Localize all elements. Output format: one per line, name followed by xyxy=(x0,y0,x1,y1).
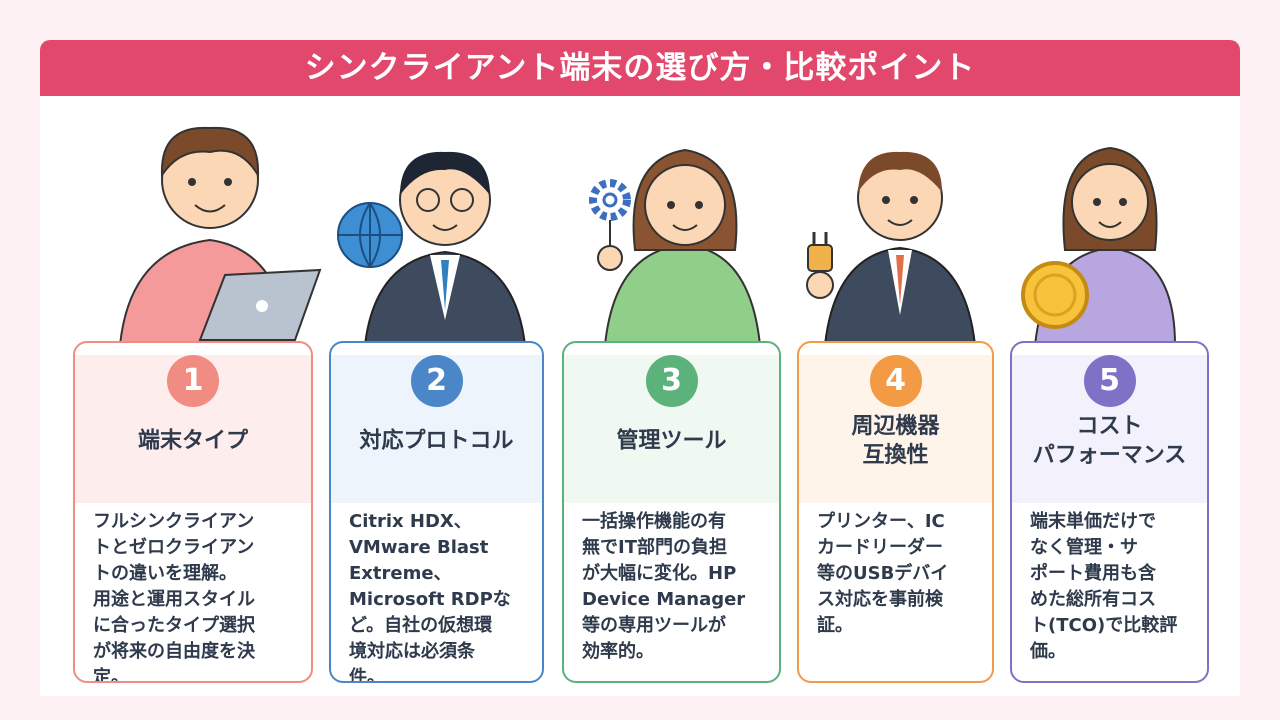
point-card-2: 2 対応プロトコル Citrix HDX、 VMware Blast Extre… xyxy=(329,341,544,683)
card-title: 端末タイプ xyxy=(137,428,248,454)
card-title: 周辺機器 互換性 xyxy=(851,414,940,468)
card-description: 一括操作機能の有 無でIT部門の負担 が大幅に変化。HP Device Mana… xyxy=(582,511,746,662)
woman-with-gear-illustration xyxy=(589,148,762,345)
card-header: 1 端末タイプ xyxy=(75,355,311,503)
card-title: 対応プロトコル xyxy=(359,428,514,454)
card-title: 管理ツール xyxy=(616,428,727,454)
number-badge: 2 xyxy=(410,355,463,407)
businessman-with-globe-illustration xyxy=(337,151,527,345)
businessman-with-plug-illustration xyxy=(806,151,977,345)
card-description: 端末単価だけで なく管理・サ ポート費用も含 めた総所有コス ト(TCO)で比較… xyxy=(1030,511,1178,662)
card-description: プリンター、IC カードリーダー 等のUSBデバイ ス対応を事前検 証。 xyxy=(817,511,949,636)
number-badge: 4 xyxy=(869,355,922,407)
card-header: 5 コスト パフォーマンス xyxy=(1012,355,1207,503)
number-badge: 1 xyxy=(167,355,219,407)
person-with-laptop-illustration xyxy=(118,126,322,345)
card-header: 3 管理ツール xyxy=(564,355,779,503)
number-badge: 5 xyxy=(1083,355,1136,407)
card-description: Citrix HDX、 VMware Blast Extreme、 Micros… xyxy=(349,511,511,683)
woman-with-coin-illustration xyxy=(1021,146,1177,345)
point-card-5: 5 コスト パフォーマンス 端末単価だけで なく管理・サ ポート費用も含 めた総… xyxy=(1010,341,1209,683)
card-header: 4 周辺機器 互換性 xyxy=(799,355,992,503)
page-title: シンクライアント端末の選び方・比較ポイント xyxy=(40,40,1240,96)
card-title: コスト パフォーマンス xyxy=(1032,414,1187,468)
card-description: フルシンクライアン トとゼロクライアン トの違いを理解。 用途と運用スタイル に… xyxy=(93,511,255,683)
point-card-3: 3 管理ツール 一括操作機能の有 無でIT部門の負担 が大幅に変化。HP Dev… xyxy=(562,341,781,683)
point-card-4: 4 周辺機器 互換性 プリンター、IC カードリーダー 等のUSBデバイ ス対応… xyxy=(797,341,994,683)
card-header: 2 対応プロトコル xyxy=(331,355,542,503)
number-badge: 3 xyxy=(645,355,698,407)
point-card-1: 1 端末タイプ フルシンクライアン トとゼロクライアン トの違いを理解。 用途と… xyxy=(73,341,313,683)
